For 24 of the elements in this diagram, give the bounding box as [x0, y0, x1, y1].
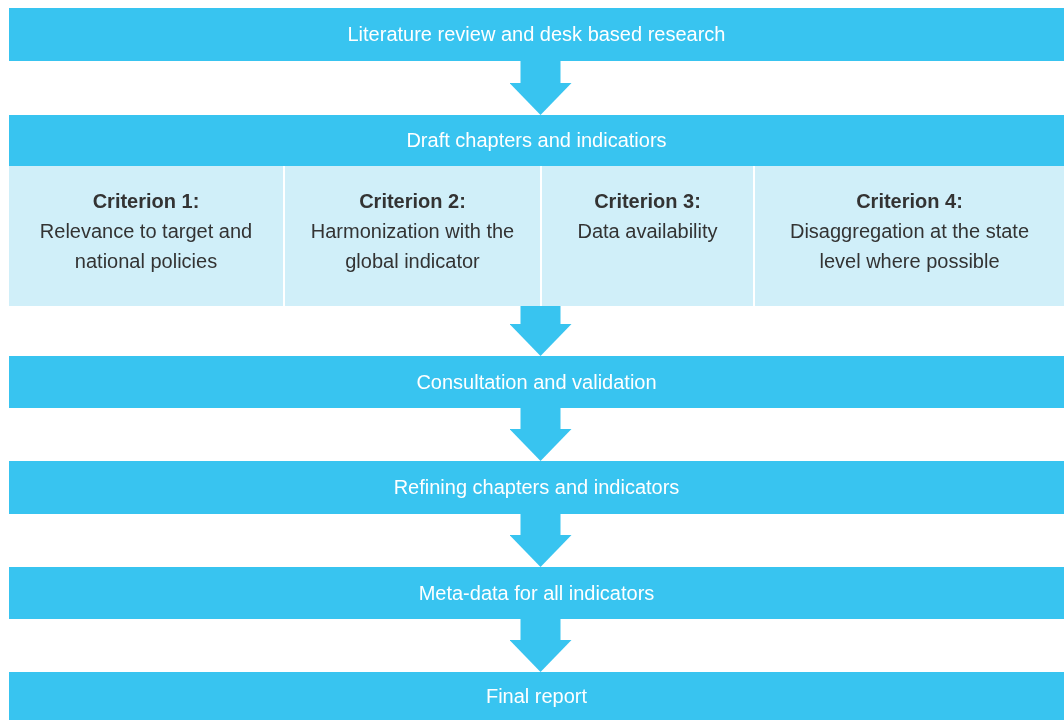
criterion-heading: Criterion 4: [855, 189, 964, 214]
criterion-cell [285, 166, 540, 306]
criterion-cell [542, 166, 753, 306]
criterion-cell [9, 166, 283, 306]
block-arrow [509, 408, 572, 461]
criterion-cell [755, 166, 1064, 306]
criterion-text: Relevance to target and national policies [38, 219, 254, 274]
step-heading: Draft chapters and indicatiors [405, 128, 668, 153]
criterion-text: Disaggregation at the state level where possible [788, 219, 1030, 274]
block-arrow [509, 306, 572, 356]
criterion-text: Harmonization with the global indicator [309, 219, 516, 274]
criterion-heading: Criterion 1: [91, 189, 201, 214]
process-bar: Consultation and validation [9, 356, 1064, 408]
process-bar: Final report [9, 672, 1064, 720]
block-arrow [509, 61, 572, 115]
step-panel [9, 115, 1064, 306]
criterion-heading: Criterion 3: [593, 189, 702, 214]
criterion-heading: Criterion 2: [358, 189, 467, 214]
process-bar: Refining chapters and indicators [9, 461, 1064, 514]
process-bar: Literature review and desk based research [9, 8, 1064, 61]
block-arrow [509, 619, 572, 672]
process-bar: Meta-data for all indicators [9, 567, 1064, 619]
block-arrow [509, 514, 572, 567]
criterion-text: Data availability [576, 219, 719, 244]
